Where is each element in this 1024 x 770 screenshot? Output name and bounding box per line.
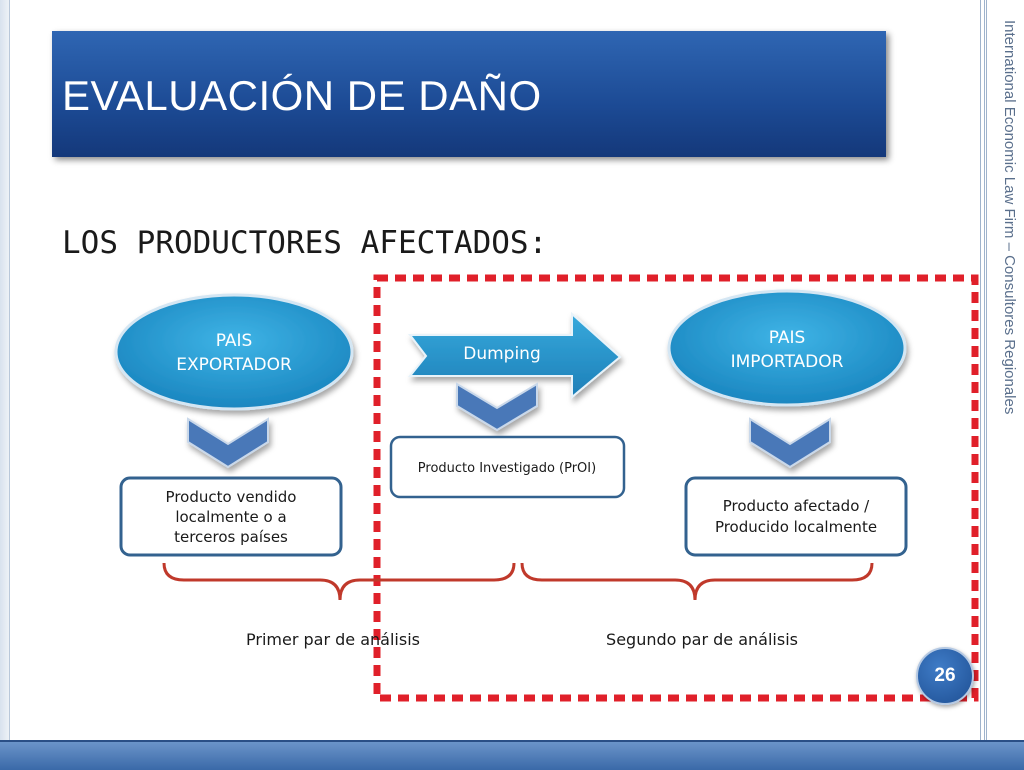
second-pair-brace [520,562,874,601]
investigated-product-label: Producto Investigado (PrOI) [418,461,596,476]
affected-product-line-1: Producto afectado / [723,497,870,515]
title-bar [52,31,886,157]
page-number-badge: 26 [916,647,974,705]
importer-label-1: PAIS [769,328,806,348]
investigated-product-box: Producto Investigado (PrOI) [389,435,626,499]
exporter-label-1: PAIS [216,331,253,351]
exporter-label-2: EXPORTADOR [176,355,292,375]
sold-product-line-3: terceros países [174,528,288,546]
dumping-arrow: Dumping [407,311,622,400]
affected-product-line-2: Producido localmente [715,518,877,536]
footer-bar [0,740,1024,770]
frame-left-border [0,0,10,740]
importer-node: PAIS IMPORTADOR [667,289,907,407]
slide-title: EVALUACIÓN DE DAÑO [62,72,542,119]
first-pair-brace [162,562,516,601]
affected-product-box: Producto afectado / Producido localmente [684,476,908,557]
sold-product-line-2: localmente o a [175,508,286,526]
frame-right-rule-2 [986,0,987,740]
side-firm-name: International Economic Law Firm – Consul… [1001,20,1018,415]
dashed-highlight-frame [373,274,979,702]
sold-product-box: Producto vendido localmente o a terceros… [119,476,343,557]
exporter-node: PAIS EXPORTADOR [114,293,354,411]
importer-label-2: IMPORTADOR [731,352,844,372]
chevron-down-icon [749,417,831,469]
slide-subtitle: LOS PRODUCTORES AFECTADOS: [62,225,548,261]
first-pair-label: Primer par de análisis [246,630,420,649]
second-pair-label: Segundo par de análisis [606,630,798,649]
sold-product-line-1: Producto vendido [166,488,297,506]
chevron-down-icon [187,417,269,469]
chevron-down-icon [456,382,538,432]
dumping-label: Dumping [463,344,541,364]
frame-right-rule [980,0,985,740]
